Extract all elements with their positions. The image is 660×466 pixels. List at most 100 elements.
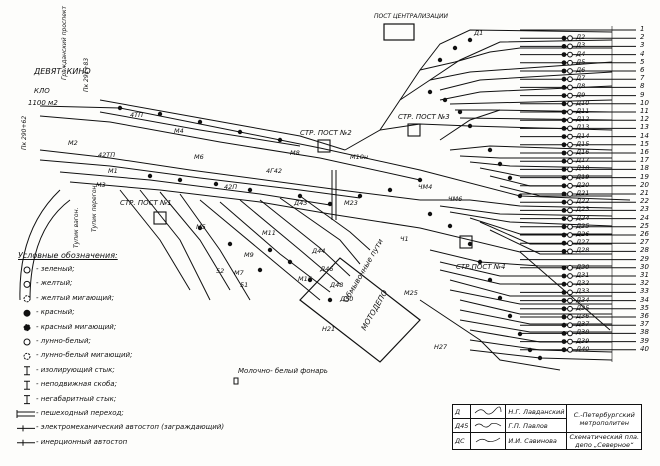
legend-item: - изолирующий стык; [36, 365, 115, 374]
signal-lamp [567, 125, 573, 132]
depot-signal-label: Д6 [576, 66, 586, 74]
track-number: 11 [640, 107, 649, 115]
legend-item: - неподвижная скоба; [36, 380, 117, 389]
signal-d44: Д44 [312, 247, 326, 255]
legend-icon [23, 309, 31, 317]
signal-lamp [567, 338, 573, 345]
signal-lamp [561, 35, 567, 41]
legend-item: - зеленый; [36, 265, 75, 273]
signal-m23: М23 [344, 199, 358, 207]
legend-icon [24, 366, 30, 376]
track-number: 7 [640, 74, 645, 83]
main-line-2 [39, 115, 421, 181]
track-number: 20 [640, 180, 649, 189]
signal-lamp [561, 249, 567, 254]
signal-lamp [561, 281, 567, 287]
signal-m7: М7 [234, 269, 244, 277]
stamp-title: Схематический пла. депо „Северное“ [566, 432, 643, 450]
track-number: 3 [640, 41, 645, 50]
depot-signal-label: Д14 [576, 131, 590, 140]
signal-lamp [567, 182, 573, 189]
signal-lamp [561, 175, 567, 181]
track-number: 23 [640, 205, 649, 214]
depot-signal-label: Д34 [576, 295, 590, 304]
switch-signal [327, 201, 333, 207]
signal-lamp [567, 117, 573, 124]
depot-signal-label: Д12 [576, 115, 590, 124]
track-number: 2 [640, 33, 645, 42]
switch-signal [157, 111, 163, 117]
signal-lamp [561, 134, 567, 140]
switch-signal [452, 45, 458, 51]
switch-signal [277, 137, 283, 143]
signal-lamp [561, 85, 567, 90]
switch-signal [427, 89, 433, 95]
central-post-box [383, 23, 415, 41]
legend-item: - инерционный автостоп [36, 437, 128, 446]
depot-signal-label: Д22 [576, 197, 590, 206]
depot-signal-label: Д18 [576, 164, 590, 173]
signal-lamp [561, 331, 567, 336]
depot-signal-label: Д17 [576, 156, 590, 165]
signal-lamp [567, 141, 573, 148]
depot-signal-label: Д3 [576, 41, 586, 50]
signal-lamp [567, 158, 573, 165]
signal-lamp [567, 281, 573, 288]
depot-signal-label: Д27 [576, 238, 590, 247]
legend-item: - электромеханический автостоп (загражда… [36, 423, 225, 432]
signal-d46: Д46 [320, 265, 334, 273]
signal-lamp [561, 273, 567, 279]
signal-lamp [567, 314, 573, 320]
depot-signal-label: Д30 [576, 262, 590, 271]
signature-2-mark [475, 422, 502, 427]
depot-signal-label: Д35 [576, 303, 590, 312]
signal-lamp [561, 224, 567, 230]
signal-lamp [567, 207, 573, 214]
depot-signal-label: Д39 [576, 336, 590, 345]
legend-icon [16, 410, 35, 418]
track-number: 10 [640, 98, 649, 107]
depot-signal-label: Д24 [576, 213, 590, 222]
signal-lamp [567, 273, 573, 279]
track-number: 22 [640, 197, 649, 206]
switch-signal [517, 331, 523, 337]
legend-icon [23, 338, 31, 346]
signal-chm4: ЧМ4 [418, 183, 433, 191]
post-1-label: СТР. ПОСТ №1 [120, 199, 172, 207]
switch-signal [447, 223, 453, 229]
track-number: 14 [640, 131, 649, 140]
signal-d50: Д50 [340, 295, 354, 303]
signature-3-mark [476, 437, 501, 443]
depot-signal-label: Д26 [576, 230, 590, 238]
signal-m9: М9 [244, 251, 254, 259]
title-block: Д Н.Г. Лавданский С.-Петербургский метро… [451, 404, 643, 450]
zone-label: Пк 290+62 [21, 115, 28, 150]
signal-lamp [567, 68, 573, 74]
signal-lamp [567, 35, 573, 42]
depot-signal-label: Д40 [576, 344, 590, 353]
track-number: 36 [640, 312, 649, 320]
switch-signal [437, 57, 443, 63]
switch-signal [287, 259, 293, 265]
signal-lamp [561, 199, 567, 205]
switch-signal [327, 297, 333, 303]
km-label: 1100 м2 [28, 99, 58, 107]
track-number: 37 [640, 320, 649, 329]
signal-lamp [567, 322, 573, 329]
milky-white-lamp-icon [233, 377, 239, 385]
depot-signal-label: Д11 [576, 107, 590, 115]
depot-signal-label: Д13 [576, 123, 590, 132]
depot-signal-label: Д4 [576, 49, 586, 58]
switch-signal [517, 193, 523, 199]
grazhdansky-label: Гражданский проспект [61, 5, 68, 80]
stamp-name-3: И.И. Савинова [505, 432, 568, 450]
track-number: 13 [640, 123, 649, 132]
signal-lamp [567, 59, 573, 66]
signal-chm6: ЧМ6 [448, 195, 463, 203]
switch-signal [427, 211, 433, 217]
signal-lamp [561, 142, 567, 148]
signal-lamp [567, 289, 573, 296]
track-number: 21 [640, 189, 649, 197]
legend-item: - лунно-белый мигающий; [36, 351, 133, 360]
